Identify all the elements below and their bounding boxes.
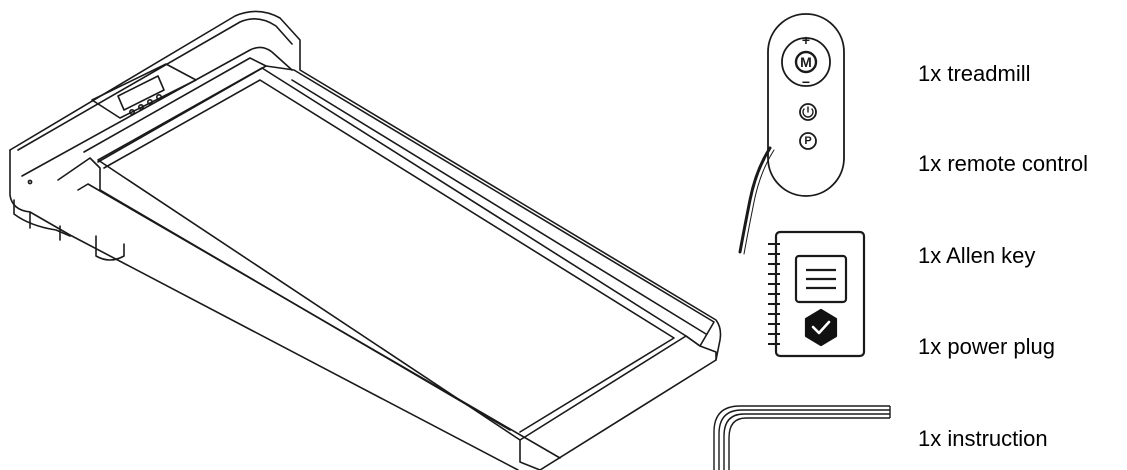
contents-item-label: 1x Allen key xyxy=(918,243,1036,268)
contents-item-label: 1x remote control xyxy=(918,151,1088,176)
contents-item-label: 1x power plug xyxy=(918,334,1055,359)
remote-program-button-text: P xyxy=(804,135,812,147)
treadmill-icon xyxy=(9,10,722,470)
contents-item-label: 1x instruction xyxy=(918,426,1048,451)
remote-plus-text: + xyxy=(801,32,811,48)
contents-item-label: 1x treadmill xyxy=(918,61,1031,86)
remote-minus-text: − xyxy=(801,74,811,90)
remote-mode-button-text: M xyxy=(800,54,812,70)
